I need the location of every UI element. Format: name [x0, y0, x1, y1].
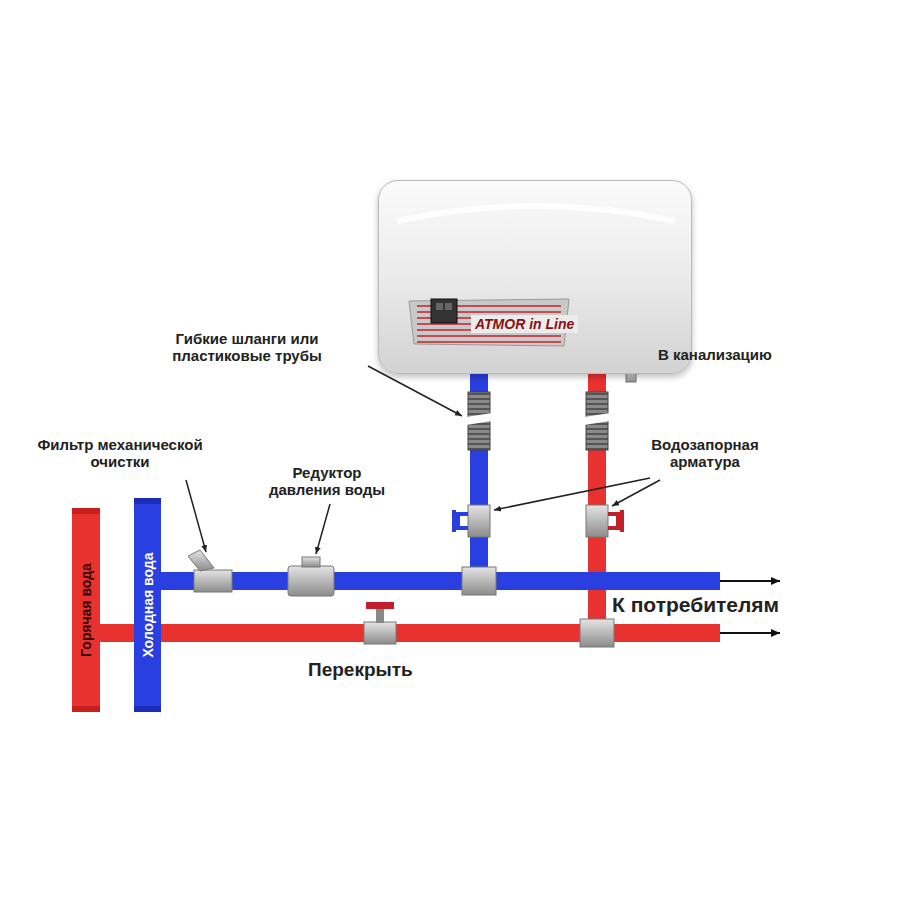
outlet-arrow: [720, 580, 780, 582]
brand-name: ATMOR in Line: [471, 315, 578, 333]
flexible-hose: [466, 392, 610, 450]
mechanical-filter: [188, 550, 232, 592]
valve-label: Водозапорная арматура: [620, 436, 790, 471]
riser-label: Холодная вода: [140, 552, 156, 657]
consumers-label: К потребителям: [612, 593, 779, 617]
shutoff-valve: [364, 602, 396, 644]
hot-tee: [580, 619, 614, 647]
shutoff-label: Перекрыть: [308, 659, 413, 681]
hot-water-riser: Горячая вода: [72, 508, 100, 712]
riser-label: Горячая вода: [78, 563, 94, 657]
leader-lines: [186, 362, 660, 554]
cold-tee: [462, 567, 496, 595]
heater-decor: [379, 181, 693, 375]
pressure-reducer: [288, 557, 334, 596]
hose-label: Гибкие шланги или пластиковые трубы: [128, 330, 366, 365]
cold-valve: [454, 505, 490, 537]
hot-pipe: [100, 624, 720, 642]
hot-valve: [586, 505, 622, 537]
reducer-label: Редуктор давления воды: [262, 464, 392, 499]
outlet-arrow: [720, 632, 780, 634]
cold-pipe: [479, 572, 720, 590]
drain-label: В канализацию: [658, 346, 848, 363]
cold-pipe-connector: [161, 374, 479, 581]
filter-label: Фильтр механической очистки: [25, 436, 215, 471]
water-heater: ATMOR in Line: [378, 180, 692, 374]
cold-water-riser: Холодная вода: [134, 498, 161, 712]
